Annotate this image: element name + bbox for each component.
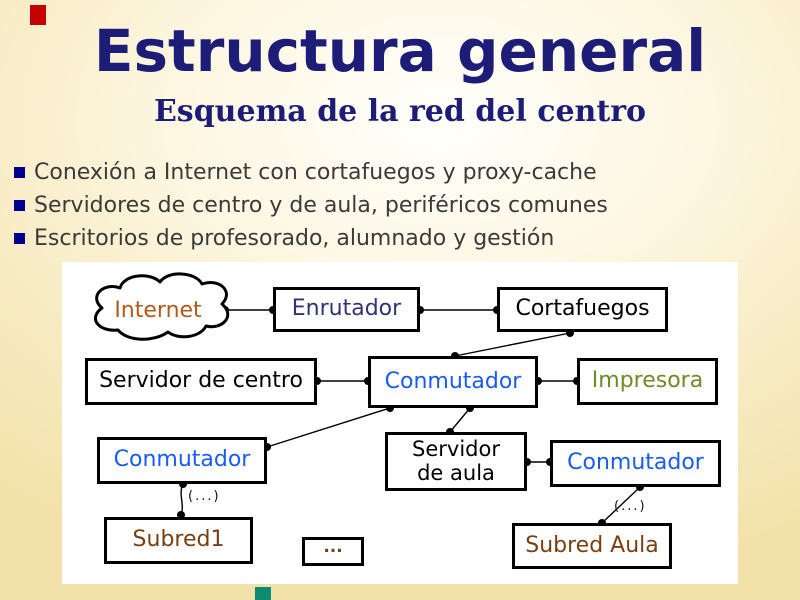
slide-subtitle: Esquema de la red del centro: [153, 94, 647, 129]
node-label: Impresora: [591, 368, 704, 394]
bullet-square-icon: [14, 233, 25, 244]
connection-lines: [180, 309, 641, 524]
node-label-line: de aula: [417, 460, 495, 485]
bullet-square-icon: [14, 200, 25, 211]
node-subred1: Subred1: [104, 517, 253, 564]
edge-label-right: (...): [614, 499, 647, 514]
node-label: Conmutador: [113, 447, 251, 473]
node-label: Servidor de centro: [99, 368, 303, 394]
connection-line: [449, 407, 471, 433]
node-otras-subredes: ...: [302, 537, 364, 566]
node-label: Conmutador: [384, 368, 522, 394]
node-servidor-de-aula: Servidor de aula: [385, 432, 527, 491]
connection-line: [454, 332, 571, 357]
slide-title: Estructura general: [93, 17, 707, 85]
bullet-square-icon: [14, 167, 25, 178]
bullet-item: Servidores de centro y de aula, periféri…: [14, 189, 608, 222]
node-cortafuegos: Cortafuegos: [497, 287, 668, 332]
node-impresora: Impresora: [577, 358, 718, 405]
internet-cloud-shape: [94, 272, 230, 341]
node-label: Subred1: [132, 527, 225, 553]
node-label: Subred Aula: [525, 532, 659, 558]
connection-line: [266, 407, 391, 448]
node-label: Cortafuegos: [515, 296, 650, 322]
node-conmutador-central: Conmutador: [368, 356, 538, 408]
bullet-text: Escritorios de profesorado, alumnado y g…: [34, 226, 555, 251]
bullet-item: Conexión a Internet con cortafuegos y pr…: [14, 156, 608, 189]
bullet-text: Servidores de centro y de aula, periféri…: [34, 193, 608, 218]
bullet-text: Conexión a Internet con cortafuegos y pr…: [34, 160, 597, 185]
node-internet-label: Internet: [114, 298, 202, 323]
connection-line: [180, 483, 184, 516]
node-label-line: Servidor: [412, 436, 500, 461]
node-label: Enrutador: [291, 296, 402, 322]
node-servidor-de-centro: Servidor de centro: [85, 358, 317, 405]
connection-line: [601, 486, 641, 524]
teal-bottom-mark: [255, 587, 271, 600]
node-enrutador: Enrutador: [273, 287, 420, 332]
bullet-list: Conexión a Internet con cortafuegos y pr…: [14, 156, 608, 255]
node-conmutador-izquierdo: Conmutador: [97, 437, 267, 484]
edge-label-left: (...): [188, 489, 221, 504]
red-corner-mark: [30, 5, 46, 25]
node-subred-aula: Subred Aula: [512, 523, 672, 569]
node-conmutador-derecho: Conmutador: [550, 440, 721, 487]
network-diagram-panel: Internet Enrutador Cortafuegos Servidor …: [62, 262, 738, 584]
connection-dots: [177, 306, 644, 527]
node-label: ...: [323, 536, 343, 557]
node-label: Conmutador: [567, 450, 704, 476]
bullet-item: Escritorios de profesorado, alumnado y g…: [14, 222, 608, 255]
